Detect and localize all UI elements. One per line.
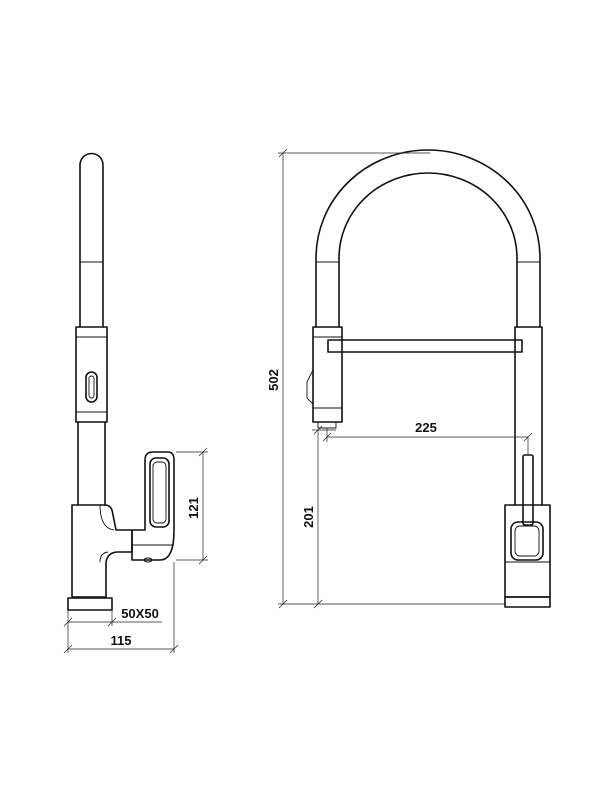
side-base [67,597,113,611]
dim-115-tick-right [169,644,179,654]
side-column [77,421,106,506]
dim-50-tick-left [63,617,73,627]
dim-502-tick-bot [278,599,288,609]
front-right-column [514,326,543,506]
front-spout-arc [315,149,541,328]
dim-121-tick-top [198,447,208,457]
side-body-curve [99,504,115,563]
front-view: 502 201 225 [266,148,551,609]
dim-225-tick-right [523,432,533,442]
dim-201-tick-top [313,425,323,435]
side-neck [79,152,104,328]
dim-115-label: 115 [111,633,132,648]
front-handle-box [510,521,544,561]
dim-201-label: 201 [301,506,316,528]
side-view: 121 50X50 115 [63,152,208,654]
front-handle-box-inner [514,525,540,557]
dim-225-label: 225 [415,420,437,435]
side-handle-tip [143,557,153,563]
front-handle-lever [522,454,534,526]
dim-50x50-label: 50X50 [121,606,159,621]
dim-115-tick-left [63,644,73,654]
dim-50-tick-right [107,617,117,627]
side-handle-window-inner [152,461,167,524]
side-spray-head [75,326,108,423]
side-handle [131,451,175,561]
dim-121-label: 121 [186,497,201,519]
front-base [504,596,551,608]
front-spray-trigger [306,369,314,405]
dim-121-tick-bot [198,555,208,565]
side-spray-button [85,371,98,403]
front-holder-bar [327,339,523,353]
front-spray-head [312,326,343,423]
front-spout-arc-inner [338,172,518,328]
side-handle-window [149,457,170,528]
side-spray-button-inner [88,375,95,399]
dim-502-tick-top [278,148,288,158]
dim-502-label: 502 [266,369,281,391]
dim-225-tick-left [322,432,332,442]
dim-201-tick-bot [313,599,323,609]
